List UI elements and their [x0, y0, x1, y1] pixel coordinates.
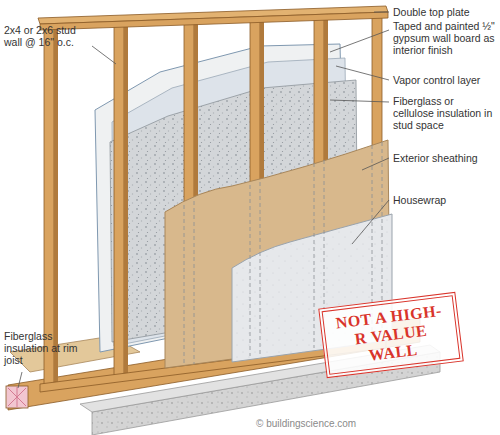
part-label: Exterior sheathing — [393, 152, 497, 164]
part-label: Housewrap — [393, 194, 497, 206]
part-label: Fiberglass insulation at rim joist — [4, 330, 82, 366]
watermark: © buildingscience.com — [256, 418, 396, 430]
top-plate-lower — [40, 12, 388, 30]
part-label: Vapor control layer — [393, 74, 497, 86]
part-label: Taped and painted ½" gypsum wall board a… — [393, 20, 497, 56]
rim-insulation — [6, 386, 28, 408]
part-label: Fiberglass or cellulose insulation in st… — [393, 95, 497, 131]
part-label: 2x4 or 2x6 stud wall @ 16" o.c. — [4, 24, 92, 48]
part-label: Double top plate — [393, 6, 497, 18]
stamp-text: NOT A HIGH-R VALUE WALL — [331, 301, 451, 368]
rim-insulation-texture — [8, 387, 26, 407]
